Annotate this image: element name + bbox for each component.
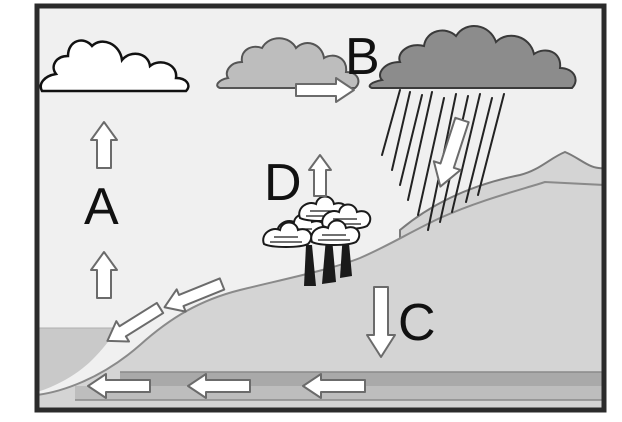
ocean — [37, 328, 118, 392]
transpiration-arrow — [308, 154, 332, 197]
label-a: A — [84, 178, 119, 236]
diagram-frame — [34, 3, 607, 413]
dark-rain-cloud — [368, 25, 577, 89]
rain-streaks — [381, 89, 505, 231]
trees — [262, 195, 372, 286]
light-cloud — [216, 37, 360, 89]
label-d: D — [264, 154, 302, 212]
label-c: C — [398, 294, 436, 352]
label-b: B — [345, 28, 380, 86]
white-cloud — [39, 39, 190, 93]
